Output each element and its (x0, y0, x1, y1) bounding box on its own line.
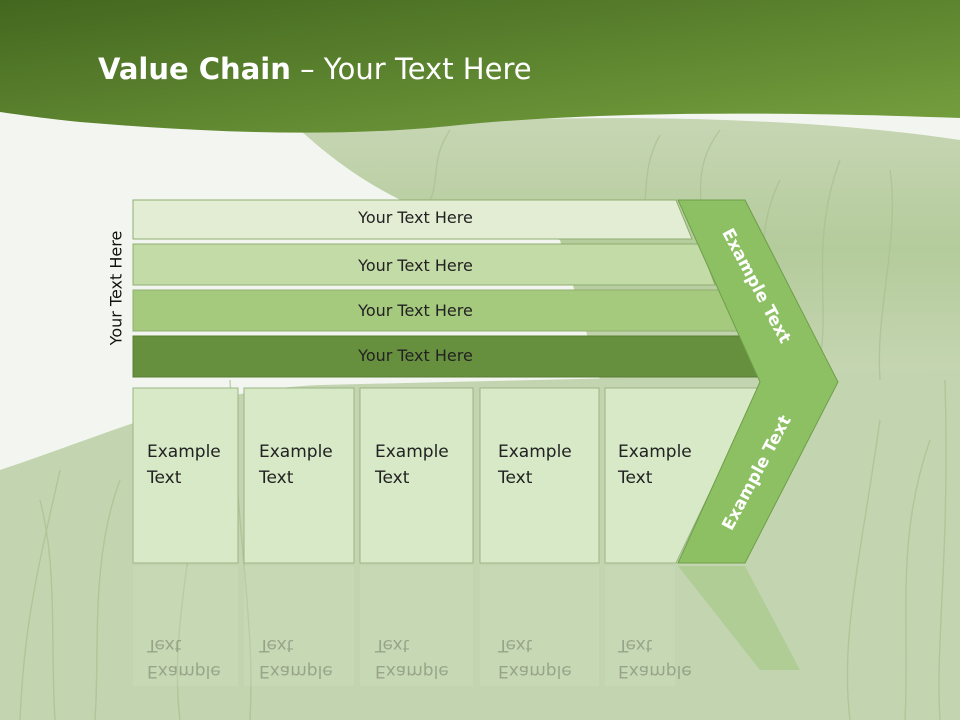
band-label-1: Your Text Here (358, 208, 473, 227)
cell-1-line1: Example (147, 442, 221, 462)
cell-reflections (133, 566, 675, 686)
title-bold: Value Chain (98, 52, 291, 86)
cell-box-1 (132, 387, 239, 564)
side-label: Your Text Here (106, 230, 126, 346)
cell-5-line2: Text (618, 468, 653, 488)
cell-4-line1: Example (498, 442, 572, 462)
cell-box-3 (359, 387, 474, 564)
chevron-arrow (677, 199, 839, 564)
cell-4-line2: Text (498, 468, 533, 488)
cell-2-line2: Text (259, 468, 294, 488)
cell-5-line1: Example (618, 442, 692, 462)
band-label-4: Your Text Here (358, 346, 473, 365)
cell-box-4 (479, 387, 600, 564)
header-band (0, 0, 960, 133)
cell-3-line2: Text (375, 468, 410, 488)
cell-3-line1: Example (375, 442, 449, 462)
cell-2-line1: Example (259, 442, 333, 462)
title-rest: – Your Text Here (290, 52, 532, 86)
slide-title: Value Chain – Your Text Here (98, 52, 532, 86)
band-shape-1 (132, 199, 693, 240)
band-label-2: Your Text Here (358, 256, 473, 275)
activity-cells (132, 387, 761, 564)
band-shape-2 (132, 243, 716, 286)
cell-box-2 (243, 387, 355, 564)
cell-1-line2: Text (147, 468, 182, 488)
cell-box-5 (604, 387, 761, 564)
value-bands (132, 199, 764, 378)
chevron-reflection (678, 566, 800, 670)
band-label-3: Your Text Here (358, 301, 473, 320)
